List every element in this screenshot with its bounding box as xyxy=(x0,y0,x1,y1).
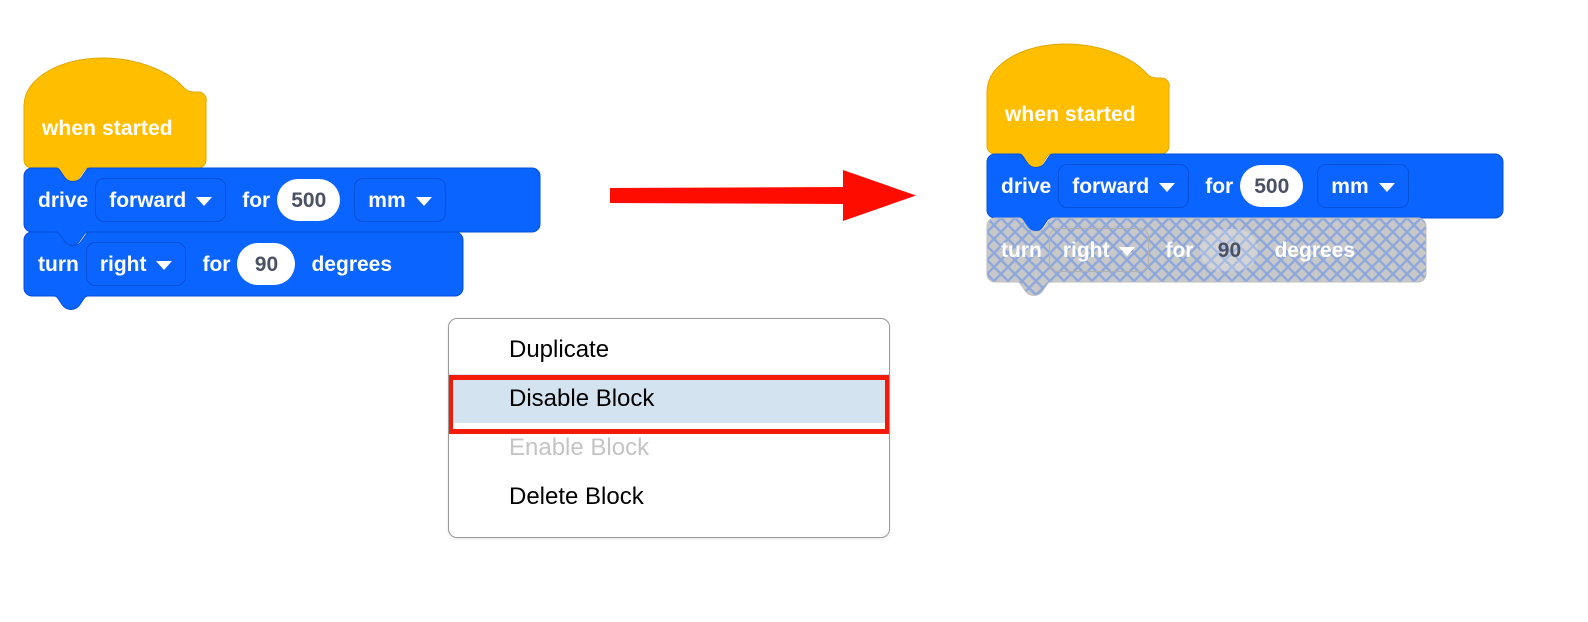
hat-block-shape xyxy=(23,57,207,183)
menu-item-enable-block: Enable Block xyxy=(449,423,889,472)
menu-item-duplicate-label: Duplicate xyxy=(509,335,610,363)
menu-item-duplicate[interactable]: Duplicate xyxy=(449,325,889,374)
turn-block-shape xyxy=(23,231,464,311)
menu-item-disable-block[interactable]: Disable Block xyxy=(449,374,889,423)
menu-item-delete-block[interactable]: Delete Block xyxy=(449,472,889,521)
when-started-hat-block[interactable]: when started xyxy=(986,43,1170,169)
menu-item-delete-block-label: Delete Block xyxy=(509,482,644,510)
hat-block-shape xyxy=(986,43,1170,169)
menu-item-enable-block-label: Enable Block xyxy=(509,433,650,461)
when-started-hat-block[interactable]: when started xyxy=(23,57,207,183)
turn-block-shape xyxy=(986,217,1427,297)
arrow-shape xyxy=(610,170,916,221)
menu-item-disable-block-label: Disable Block xyxy=(509,384,655,412)
transition-arrow xyxy=(610,168,916,224)
